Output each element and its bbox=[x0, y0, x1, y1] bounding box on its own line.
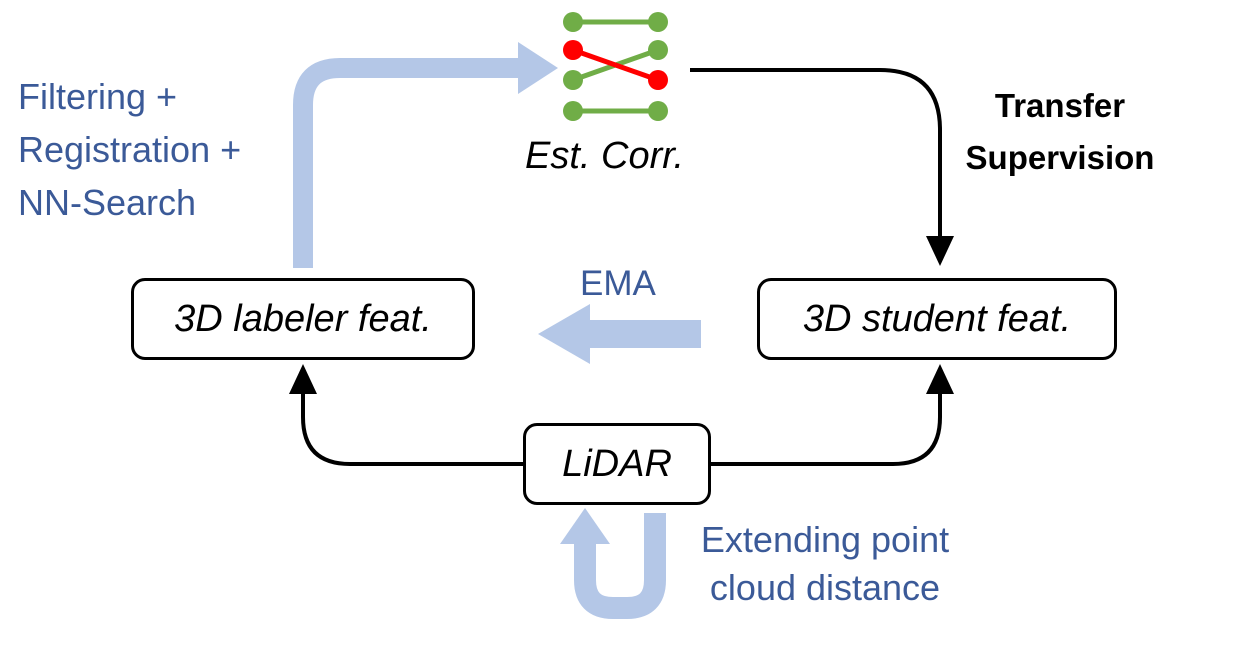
filtering-arrow bbox=[293, 42, 558, 268]
filtering-label-line: Registration + bbox=[18, 129, 242, 170]
lidar-to-labeler-arrow bbox=[289, 364, 523, 466]
transfer-label-line: Transfer bbox=[994, 87, 1126, 124]
extending-arrow bbox=[560, 508, 666, 619]
student-features-node: 3D student feat. bbox=[757, 278, 1117, 360]
labeler-features-node: 3D labeler feat. bbox=[131, 278, 475, 360]
transfer-label-line: Supervision bbox=[965, 139, 1155, 176]
lidar-label: LiDAR bbox=[562, 442, 672, 485]
correspondence-label: Est. Corr. bbox=[525, 135, 685, 177]
extending-label-line: cloud distance bbox=[709, 567, 941, 608]
filtering-label-line: Filtering + bbox=[18, 76, 178, 117]
transfer-arrow bbox=[690, 68, 954, 266]
student-features-label: 3D student feat. bbox=[802, 297, 1072, 340]
correspondence-icon bbox=[563, 12, 668, 121]
ema-arrow bbox=[538, 304, 701, 364]
extending-label-line: Extending point bbox=[700, 519, 950, 560]
ema-label: EMA bbox=[580, 264, 656, 303]
filtering-label-line: NN-Search bbox=[18, 182, 197, 223]
filtering-label: Filtering + Registration + NN-Search bbox=[18, 70, 241, 229]
lidar-node: LiDAR bbox=[523, 423, 711, 505]
labeler-features-label: 3D labeler feat. bbox=[174, 297, 432, 340]
transfer-supervision-label: Transfer Supervision bbox=[945, 80, 1175, 184]
extending-label: Extending point cloud distance bbox=[680, 516, 970, 612]
lidar-to-student-arrow bbox=[711, 364, 954, 466]
